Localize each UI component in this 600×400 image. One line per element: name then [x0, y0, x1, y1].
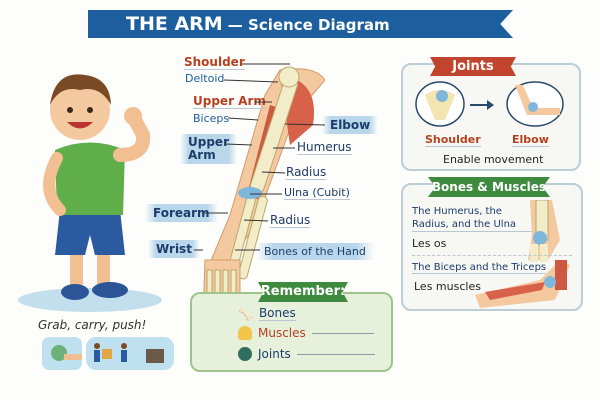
joints-title: Joints [430, 57, 516, 76]
remember-muscles-label: Muscles [258, 326, 306, 340]
joint-icon [238, 347, 252, 361]
bone-icon: 🦴 [238, 306, 253, 321]
label-upper-arm-line2: Arm [188, 148, 216, 162]
joints-illustrations [415, 81, 564, 127]
label-shoulder: Shoulder [184, 55, 245, 70]
remember-title: Remember: [258, 282, 348, 302]
remember-joints-label: Joints [258, 347, 291, 361]
label-upper-arm: Upper Arm [193, 94, 266, 109]
label-radius-2: Radius [270, 213, 311, 228]
title-main: THE ARM [126, 13, 223, 35]
remember-bones-label: Bones [258, 306, 296, 321]
muscles-text: The Biceps and the Triceps [412, 262, 547, 274]
joints-elbow-label: Elbow [512, 133, 549, 147]
bones-muscles-illustrations [475, 200, 570, 308]
joints-caption: Enable movement [443, 153, 544, 166]
boy-illustration [18, 74, 162, 312]
boy-caption: Grab, carry, push! [38, 318, 147, 332]
label-forearm: Forearm [145, 204, 218, 222]
label-wrist: Wrist [148, 240, 200, 258]
title-banner: THE ARM — Science Diagram [88, 10, 513, 38]
section-divider [412, 255, 572, 256]
label-upper-arm-block: Upper Arm [180, 134, 237, 164]
label-upper-arm-line1: Upper [188, 135, 229, 149]
bones-text: The Humerus, the Radius, and the Ulna [412, 205, 532, 232]
remember-item-bones: 🦴 Bones [238, 306, 296, 321]
label-hand-bones: Bones of the Hand [256, 243, 374, 260]
label-elbow: Elbow [322, 116, 379, 134]
label-radius-1: Radius [286, 165, 327, 180]
bones-muscles-title: Bones & Muscles [428, 177, 550, 197]
answer-line [311, 332, 374, 334]
joints-shoulder-label: Shoulder [425, 133, 481, 147]
answer-line [296, 353, 375, 355]
bones-label: Les os [412, 237, 447, 250]
label-biceps: Biceps [193, 112, 230, 125]
remember-item-joints: Joints [238, 347, 375, 361]
remember-box [190, 292, 393, 372]
label-ulna: Ulna (Cubit) [284, 186, 350, 200]
label-humerus: Humerus [297, 140, 352, 155]
grab-carry-push-icons [42, 337, 174, 370]
label-deltoid: Deltoid [185, 72, 225, 85]
title-sub: — Science Diagram [227, 16, 390, 34]
remember-item-muscles: Muscles [238, 326, 374, 340]
muscles-label: Les muscles [414, 280, 481, 293]
muscle-icon [238, 326, 252, 340]
